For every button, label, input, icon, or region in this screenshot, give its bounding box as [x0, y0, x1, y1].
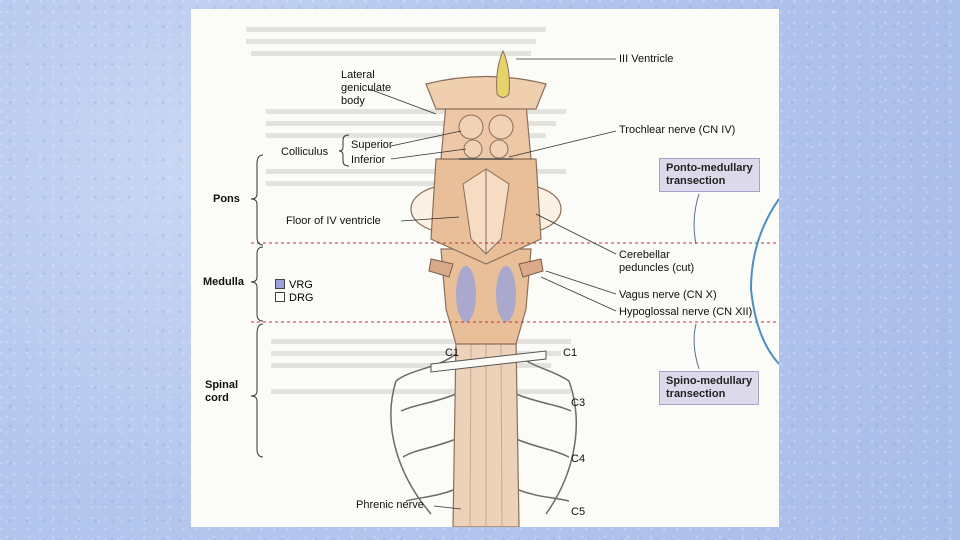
inferior-colliculus-right	[489, 139, 509, 159]
label-phrenic-nerve: Phrenic nerve	[356, 499, 424, 511]
label-trochlear-nerve: Trochlear nerve (CN IV)	[619, 124, 736, 136]
faded-background-text	[246, 27, 571, 394]
c1-cut	[430, 350, 547, 373]
label-iii-ventricle: III Ventricle	[619, 53, 674, 65]
label-vagus-nerve: Vagus nerve (CN X)	[619, 289, 717, 301]
spinal-cord-striations	[469, 338, 503, 527]
label-superior: Superior	[351, 139, 393, 151]
spino-medullary-line1: Spino-medullary	[666, 375, 753, 387]
label-peduncles-line: peduncles (cut)	[619, 262, 695, 274]
region-brackets	[250, 134, 350, 458]
superior-colliculus-left	[458, 114, 484, 140]
ponto-medullary-line2: transection	[666, 175, 726, 187]
label-body-line: body	[341, 95, 365, 107]
thalamus-shape	[425, 75, 547, 110]
label-pons: Pons	[213, 193, 240, 205]
label-cerebellar-peduncles: Cerebellar peduncles (cut)	[619, 249, 694, 275]
ponto-medullary-line1: Ponto-medullary	[666, 162, 753, 174]
label-lateral-geniculate-body: Lateral geniculate body	[341, 69, 391, 108]
label-medulla: Medulla	[203, 276, 244, 288]
diagram-panel: III Ventricle Lateral geniculate body Co…	[191, 9, 779, 527]
spino-medullary-transection-box: Spino-medullary transection	[659, 371, 760, 405]
label-hypoglossal-nerve: Hypoglossal nerve (CN XII)	[619, 306, 753, 318]
iii-ventricle-shape	[496, 49, 510, 98]
vrg-left	[456, 266, 476, 322]
cn-root-right	[518, 258, 544, 278]
label-colliculus: Colliculus	[281, 146, 329, 158]
vrg-right	[496, 266, 516, 322]
ponto-arrow	[693, 193, 700, 245]
right-edge-curve	[749, 198, 779, 365]
label-c5: C5	[571, 506, 586, 518]
legend: VRG DRG	[275, 279, 313, 305]
label-cord-line: cord	[205, 392, 229, 404]
drg-swatch	[275, 292, 285, 302]
label-c4: C4	[571, 453, 586, 465]
superior-colliculus-right	[488, 114, 514, 140]
label-c1-right: C1	[563, 347, 578, 359]
leader-lines	[368, 58, 617, 510]
legend-label-vrg: VRG	[289, 279, 313, 291]
label-geniculate-line: geniculate	[341, 82, 392, 94]
inferior-colliculus-left	[463, 139, 483, 159]
label-inferior: Inferior	[351, 154, 386, 166]
label-lateral-line: Lateral	[341, 69, 375, 81]
brainstem-illustration	[246, 27, 779, 527]
label-c1-left: C1	[445, 347, 460, 359]
vrg-swatch	[275, 279, 285, 289]
cn-root-left	[428, 258, 454, 278]
label-cerebellar-line: Cerebellar	[619, 249, 670, 261]
legend-label-drg: DRG	[289, 292, 314, 304]
label-c3: C3	[571, 397, 586, 409]
legend-item-vrg: VRG	[275, 279, 313, 292]
spino-medullary-line2: transection	[666, 388, 726, 400]
label-floor-iv-ventricle: Floor of IV ventricle	[286, 215, 381, 227]
spino-arrow	[693, 323, 700, 370]
ponto-medullary-transection-box: Ponto-medullary transection	[659, 158, 760, 192]
legend-item-drg: DRG	[275, 292, 313, 305]
label-spinal-line: Spinal	[205, 379, 239, 391]
label-spinal-cord: Spinal cord	[205, 379, 238, 405]
